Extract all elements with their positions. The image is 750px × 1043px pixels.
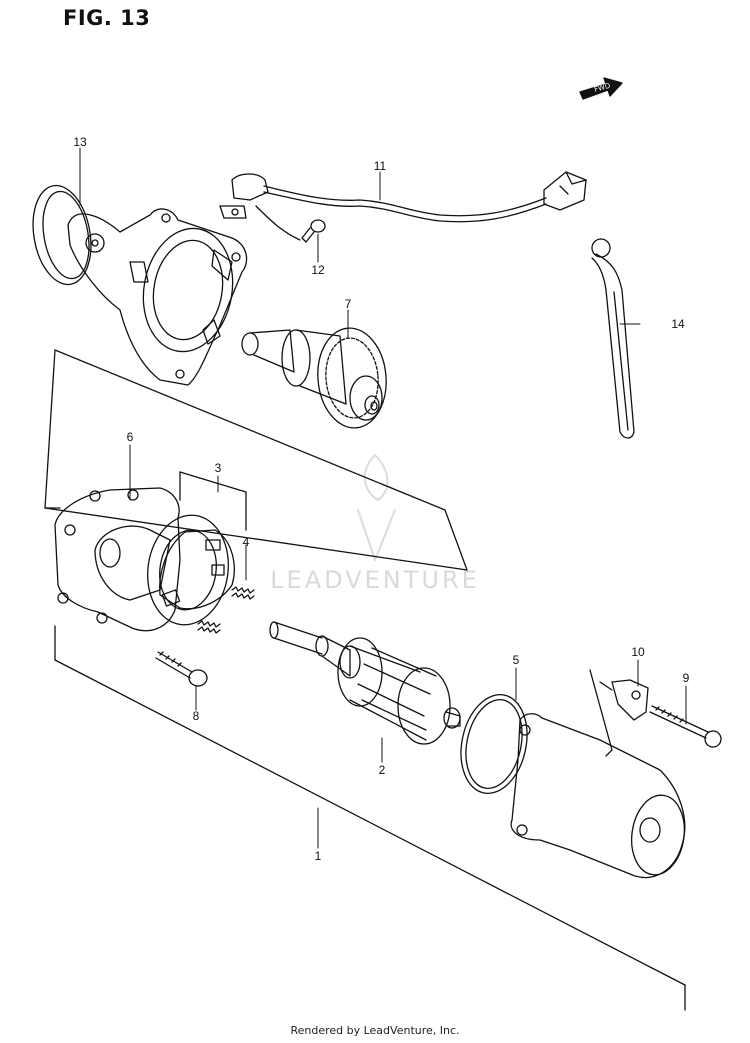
part-9-through-bolt — [649, 705, 722, 748]
part-4-brush-springs — [197, 586, 255, 634]
group-line-upper — [44, 349, 468, 571]
callout-12: 12 — [311, 263, 325, 277]
callout-8: 8 — [193, 709, 200, 723]
callout-10: 10 — [631, 645, 645, 659]
part-6-front-cover — [54, 487, 229, 632]
part-10-bracket — [599, 679, 649, 721]
callout-labels: 13 11 12 7 14 6 3 4 8 10 9 5 2 1 — [73, 135, 689, 863]
callout-5: 5 — [513, 653, 520, 667]
callout-4: 4 — [243, 535, 250, 549]
callout-2: 2 — [379, 763, 386, 777]
callout-6: 6 — [127, 430, 134, 444]
watermark-logo — [357, 454, 396, 561]
part-8-bolt — [155, 651, 208, 687]
leader-lines — [79, 147, 687, 849]
part-3-brush-holder — [159, 471, 247, 610]
part-14-clamp — [591, 238, 635, 439]
callout-9: 9 — [683, 671, 690, 685]
callout-13: 13 — [73, 135, 87, 149]
part-11-starter-wire — [219, 171, 587, 241]
callout-11: 11 — [374, 159, 387, 173]
figure-title: FIG. 13 — [63, 6, 151, 30]
part-12-screw — [301, 219, 326, 243]
callout-3: 3 — [215, 461, 222, 475]
part-5-o-ring — [460, 693, 528, 795]
motor-yoke — [510, 713, 686, 879]
group-line-lower — [54, 625, 686, 1011]
fwd-arrow-icon — [579, 77, 623, 100]
callout-1: 1 — [315, 849, 322, 863]
part-2-armature — [269, 621, 461, 745]
footer-credit: Rendered by LeadVenture, Inc. — [290, 1024, 460, 1037]
part-13-starter-bracket — [32, 184, 248, 386]
part-7-starter-clutch — [241, 327, 387, 429]
callout-14: 14 — [671, 317, 685, 331]
callout-7: 7 — [345, 297, 352, 311]
watermark-text: LEADVENTURE — [270, 566, 480, 594]
